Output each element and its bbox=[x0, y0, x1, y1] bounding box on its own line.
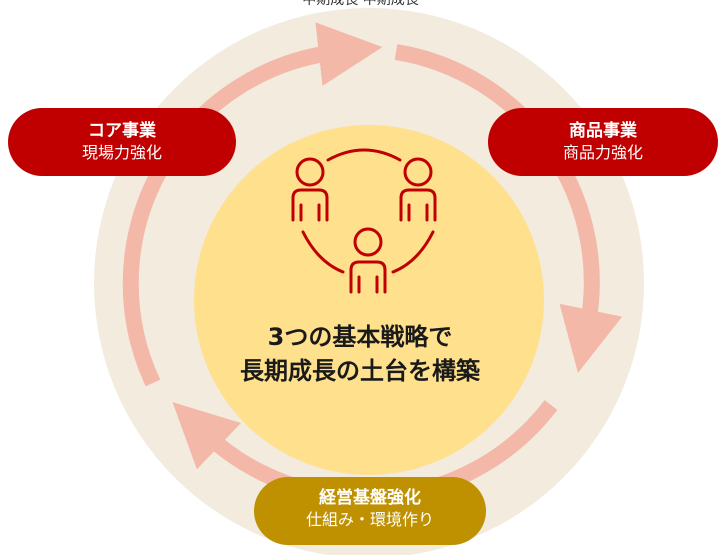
strategy-product-business: 商品事業 商品力強化 bbox=[488, 108, 718, 176]
center-message: 3つの基本戦略で 長期成長の土台を構築 bbox=[180, 320, 540, 388]
inner-circle bbox=[194, 125, 544, 475]
team-people-icon bbox=[291, 148, 437, 294]
center-line-1: 3つの基本戦略で bbox=[267, 323, 453, 351]
strategy-subtitle: 仕組み・環境作り bbox=[305, 510, 434, 529]
top-partial-text: 中期成長 中期成長 bbox=[302, 0, 419, 8]
strategy-title: 経営基盤強化 bbox=[319, 488, 421, 508]
strategy-core-business: コア事業 現場力強化 bbox=[8, 108, 236, 176]
strategy-management-foundation: 経営基盤強化 仕組み・環境作り bbox=[254, 477, 486, 545]
strategy-title: コア事業 bbox=[88, 121, 156, 141]
center-line-2: 長期成長の土台を構築 bbox=[240, 357, 480, 385]
strategy-subtitle: 商品力強化 bbox=[562, 143, 643, 162]
strategy-title: 商品事業 bbox=[569, 121, 637, 141]
strategy-subtitle: 現場力強化 bbox=[81, 143, 162, 162]
